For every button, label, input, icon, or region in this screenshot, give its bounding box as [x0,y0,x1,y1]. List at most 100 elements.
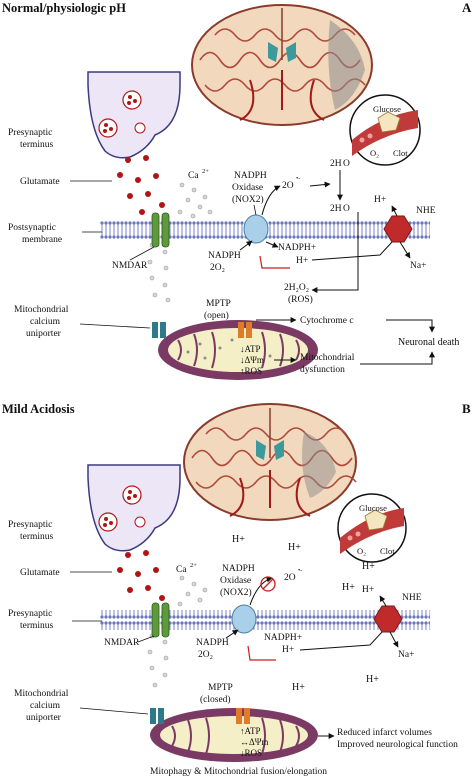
superoxide-rad-b: •- [298,567,302,574]
superoxide-to-h2o2-arrow-a [309,181,331,188]
blocked-slash-b [262,578,274,590]
nhe-label-a: NHE [416,206,436,216]
mitophagy-label-b: Mitophagy & Mitochondrial fusion/elongat… [150,766,327,777]
nmdar-label-b: NMDAR [104,638,140,648]
nmdar-pointer-a [129,246,155,261]
o2-label-b: O₂ [357,546,366,556]
mito-uniporter-a-2: calcium [30,317,61,327]
mito-uniporter-a-1: Mitochondrial [14,305,69,315]
mito-uniporter-a-3: uniporter [26,329,62,339]
clot-label-b: Clot [380,546,395,556]
nox-label-a-3: (NOX2) [232,194,264,205]
nhe-na-arrow-b [389,631,399,648]
uniporter-pointer-a [79,323,151,329]
nox2-b [231,604,257,634]
postsynaptic-membrane-b [100,610,430,630]
water-label-a: 2H [330,159,342,169]
mito-dysfunction-a-1: Mitochondrial [300,353,355,363]
proton-5-b: H+ [292,682,305,693]
cyto-c-label-a: Cytochrome c [300,316,354,326]
nadph-2o2-a-1: NADPH [208,251,241,261]
nox-label-b-2: Oxidase [220,576,251,586]
nmdar-a [151,212,170,248]
protons-b: H+ H+ H+ H+ H+ H+ [232,534,379,693]
nmdar-label-a: NMDAR [112,261,148,271]
proton-4-b: H+ [342,582,355,593]
mito-uniporter-b-3: uniporter [26,713,62,723]
na-plus-b: Na+ [398,650,414,660]
proton-2-b: H+ [288,542,301,553]
calcium-label-a: Ca [188,171,199,181]
mptp-label-b-1: MPTP [208,683,233,693]
mito-state-b-2: ↔ΔΨm [240,737,268,747]
neuronal-death-a: Neuronal death [398,337,459,348]
brain-section-b [183,403,357,521]
nmdar-pointer-b [137,635,155,643]
calcium-sup-b: 2+ [190,562,197,569]
h2o2-label-a: 2H [330,204,342,214]
nadph-to-nox-arrow-b [225,629,239,639]
presynaptic-terminal-b [87,464,181,552]
clot-label-a: Clot [393,148,408,158]
nox-to-nadph-arrow-a [265,241,279,248]
nhe-hplus-arrow-b [379,595,387,607]
clot-zoom-a: Glucose O₂ Clot [349,94,421,166]
calcium-dots-a [147,182,213,303]
brain-section-a [191,4,373,126]
nhe-na-arrow-a [399,241,411,259]
superoxide-label-b: 2O [284,573,296,583]
calcium-label-b: Ca [176,565,187,575]
uniporter-pointer-b [79,707,149,715]
h2o2-to-ros-arrow-a [311,212,359,293]
nadph-2o2-a-2: 2O₂ [210,263,225,273]
blocked-icon-b [260,576,276,592]
glutamate-dots-b [117,550,165,601]
mito-uniporter-b-1: Mitochondrial [14,689,69,699]
mito-state-b-1: ↑ATP [240,726,261,736]
nadph-to-nox-arrow-a [239,240,253,251]
postsynaptic-label-b-2: terminus [20,621,54,631]
mptp-label-a-2: (open) [204,310,229,321]
nox-label-a-1: NADPH [234,171,267,181]
nox-to-superoxide-arrow-b [249,576,273,606]
mito-state-a-2: ↓ΔΨm [240,355,264,365]
o2-label-a: O₂ [370,148,379,158]
mito-state-a-3: ↑ROS [240,366,262,376]
glutamate-label-a: Glutamate [20,177,60,187]
glucose-label-a: Glucose [373,104,401,114]
nadph-plus-a: NADPH+ [278,243,316,253]
superoxide-label-a: 2O [282,181,294,191]
presynaptic-label-a-1: Presynaptic [8,128,52,138]
mptp-label-b-2: (closed) [200,694,231,705]
inhibition-red-b [247,645,276,661]
panel-b: Mild Acidosis B Glucose O₂ Clot [2,401,471,777]
mito-dysfunction-a-2: dysfunction [300,364,345,375]
dysfunction-to-death-arrow-a [360,351,435,365]
presynaptic-label-b-1: Presynaptic [8,520,52,530]
mitochondrion-a [152,320,318,380]
hplus-top-a: H+ [374,195,386,205]
proton-3-b: H+ [362,561,375,572]
panel-a-title: Normal/physiologic pH [2,1,126,15]
hplus-to-nhe-line-b [299,631,383,651]
panel-a-letter: A [462,0,472,15]
nhe-label-b: NHE [402,593,422,603]
nox2-a [243,214,269,244]
mito-uniporter-b-2: calcium [30,701,61,711]
glutamate-dots-a [117,155,165,215]
postsynaptic-label-b-1: Presynaptic [8,609,52,619]
nadph-2o2-b-1: NADPH [196,638,229,648]
calcium-sup-a: 2+ [202,168,209,175]
presynaptic-terminal-a [87,71,181,159]
inhibition-red-a [259,255,290,269]
nox-pointer-a [253,204,257,216]
panel-b-letter: B [462,401,471,416]
nadph-plus-b: NADPH+ [264,633,302,643]
superoxide-rad-a: •- [296,175,300,182]
h2o2-tail-a: O [343,204,350,214]
mitochondrion-b [150,708,318,762]
glutamate-label-b: Glutamate [20,568,60,578]
outcome-b-1: Reduced infarct volumes [337,727,432,738]
postsynaptic-label-a-1: Postsynaptic [8,223,56,233]
